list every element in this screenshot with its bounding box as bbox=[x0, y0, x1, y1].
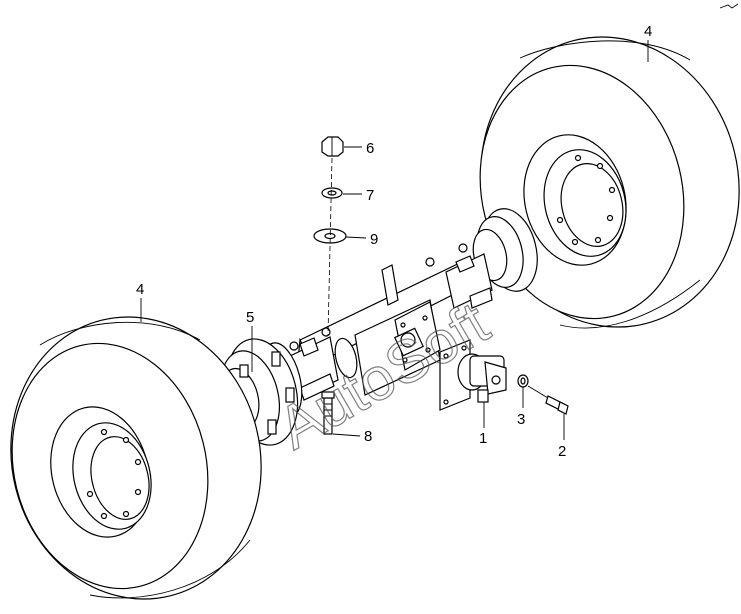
callout-5: 5 bbox=[246, 309, 254, 326]
callout-4-left: 4 bbox=[136, 281, 144, 298]
lock-washer-7 bbox=[321, 187, 343, 199]
callout-2: 2 bbox=[558, 443, 566, 460]
right-wheel-rim bbox=[523, 134, 627, 266]
callout-3: 3 bbox=[517, 411, 525, 428]
washer-3 bbox=[517, 374, 529, 388]
nut-6 bbox=[321, 136, 344, 157]
callout-1: 1 bbox=[479, 430, 487, 447]
callout-7: 7 bbox=[366, 187, 374, 204]
right-mount-bracket bbox=[425, 243, 493, 309]
corner-mark bbox=[719, 3, 739, 9]
leader-9 bbox=[345, 236, 367, 239]
assembly-axis-line bbox=[327, 157, 333, 336]
callout-8: 8 bbox=[364, 428, 372, 445]
bolt-2 bbox=[527, 385, 569, 415]
callout-9: 9 bbox=[370, 231, 378, 248]
stud-bolt-8 bbox=[321, 391, 335, 435]
leader-8 bbox=[332, 433, 361, 437]
callout-4-top: 4 bbox=[644, 23, 652, 40]
callout-6: 6 bbox=[366, 140, 374, 157]
hydraulic-motor bbox=[439, 339, 507, 411]
left-wheel-rim bbox=[50, 406, 152, 538]
left-mount-bracket bbox=[289, 327, 358, 401]
left-wheel-tyre bbox=[10, 316, 262, 600]
